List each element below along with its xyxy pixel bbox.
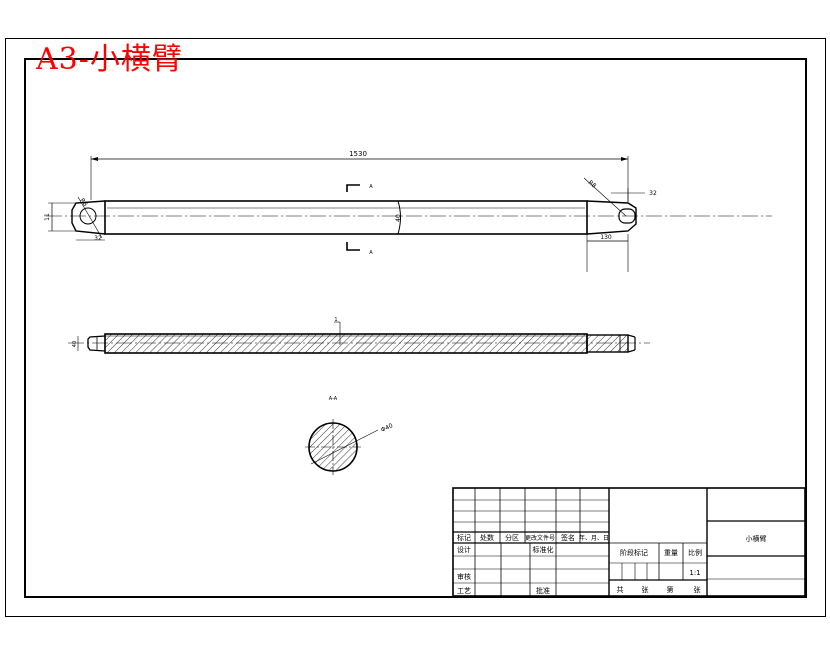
dim-left-end-height: 11 [44, 213, 51, 221]
dim-right-hole: R8 [587, 179, 598, 190]
dim-lower-left: 40 [72, 341, 78, 347]
shaft-body [104, 200, 588, 235]
row-standard: 标准化 [533, 545, 554, 554]
row-design: 设计 [457, 545, 471, 554]
sheet-no-label: 第 [667, 585, 674, 594]
dim-shaft-dia: 40 [395, 214, 402, 222]
left-end [71, 200, 106, 235]
sheet-total-label: 共 [617, 585, 624, 594]
section-right-end [586, 334, 629, 353]
cross-section-title: A-A [329, 396, 338, 402]
right-end [586, 200, 637, 235]
rev-header-signature: 签名 [561, 533, 575, 542]
sheet-total-unit: 张 [642, 585, 649, 594]
cross-section-view: A-A Φ40 [305, 396, 394, 475]
section-mark-top: A [369, 184, 373, 190]
sheet-no-unit: 张 [694, 585, 701, 594]
section-left-end [87, 335, 106, 352]
title-block [452, 487, 806, 597]
dim-lower-callout: 1 [334, 317, 337, 323]
scale-label: 比例 [688, 548, 702, 557]
longitudinal-section-view: 40 1 [68, 317, 650, 354]
row-process: 工艺 [457, 587, 471, 595]
title-block-text: 标记 处数 分区 更改文件号 签名 年、月、日 设计 标准化 审核 工艺 批准 … [457, 533, 767, 595]
rev-header-mark: 标记 [457, 533, 471, 542]
dim-left-end-len: 32 [94, 235, 102, 242]
drawing-title: A3-小横臂 [36, 42, 183, 77]
section-mark-bottom: A [369, 250, 373, 256]
outer-border [5, 38, 826, 617]
drawing-name: 小横臂 [746, 534, 767, 543]
right-hole [618, 208, 636, 224]
dim-right-end-len: 130 [600, 234, 612, 241]
row-review: 审核 [457, 572, 471, 581]
section-cut-top [346, 184, 360, 192]
dim-right-hole-offset: 32 [649, 190, 657, 197]
scale-value: 1:1 [689, 569, 700, 577]
stage-mark-label: 阶段标记 [620, 548, 648, 557]
rev-header-change-doc: 更改文件号 [525, 534, 555, 542]
weight-label: 重量 [664, 549, 678, 557]
section-shaft-body [104, 333, 588, 354]
rev-header-count: 处数 [480, 533, 494, 542]
row-approve: 批准 [536, 586, 550, 595]
main-view: 1530 11 R8 32 40 A A R8 32 130 [44, 150, 772, 272]
dim-section-dia: Φ40 [380, 422, 394, 434]
left-hole [79, 207, 97, 225]
dim-overall-length: 1530 [349, 150, 367, 158]
section-cut-bottom [346, 242, 360, 251]
rev-header-date: 年、月、日 [579, 534, 609, 542]
dim-left-chamfer: R8 [78, 197, 88, 208]
rev-header-zone: 分区 [505, 533, 519, 542]
inner-frame [24, 58, 807, 598]
